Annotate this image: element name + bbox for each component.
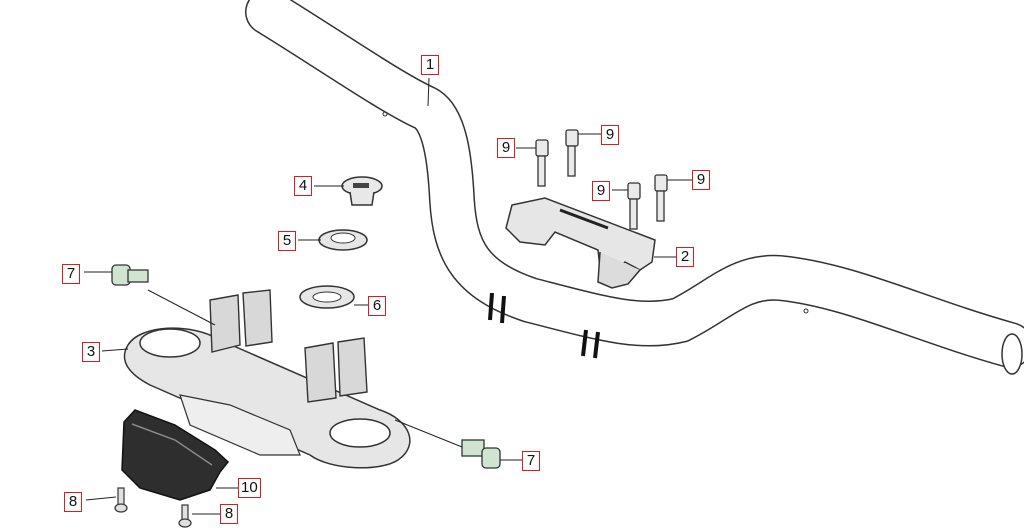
cover [121, 409, 230, 501]
cap-nut-washer [299, 176, 383, 309]
callout-6: 6 [368, 296, 386, 316]
callout-9-b: 9 [601, 125, 619, 145]
callout-1: 1 [421, 55, 439, 75]
callout-4: 4 [294, 176, 312, 196]
callout-10: 10 [238, 478, 261, 498]
callout-2: 2 [676, 247, 694, 267]
grip-ring [581, 329, 588, 357]
grip-ring [593, 331, 600, 359]
callout-9-d: 9 [692, 170, 710, 190]
grip-ring [488, 292, 494, 321]
callout-5: 5 [278, 231, 296, 251]
callout-9-c: 9 [592, 181, 610, 201]
callout-7-left: 7 [62, 264, 80, 284]
leader-lines [84, 77, 692, 515]
triple-clamp [123, 289, 411, 469]
callout-9-a: 9 [497, 138, 515, 158]
clamp-bolts [535, 129, 668, 230]
handlebar [245, 0, 1024, 375]
handlebar-end [1001, 333, 1023, 375]
handlebar-hole [803, 308, 809, 314]
callout-8-right: 8 [220, 504, 238, 524]
cover-screws [114, 487, 192, 528]
callout-3: 3 [82, 342, 100, 362]
callout-7-right: 7 [522, 451, 540, 471]
callout-8-left: 8 [64, 492, 82, 512]
pinch-bolts [111, 264, 501, 469]
grip-ring [500, 295, 506, 324]
top-clamp [505, 197, 656, 289]
handlebar-hole [382, 111, 388, 117]
